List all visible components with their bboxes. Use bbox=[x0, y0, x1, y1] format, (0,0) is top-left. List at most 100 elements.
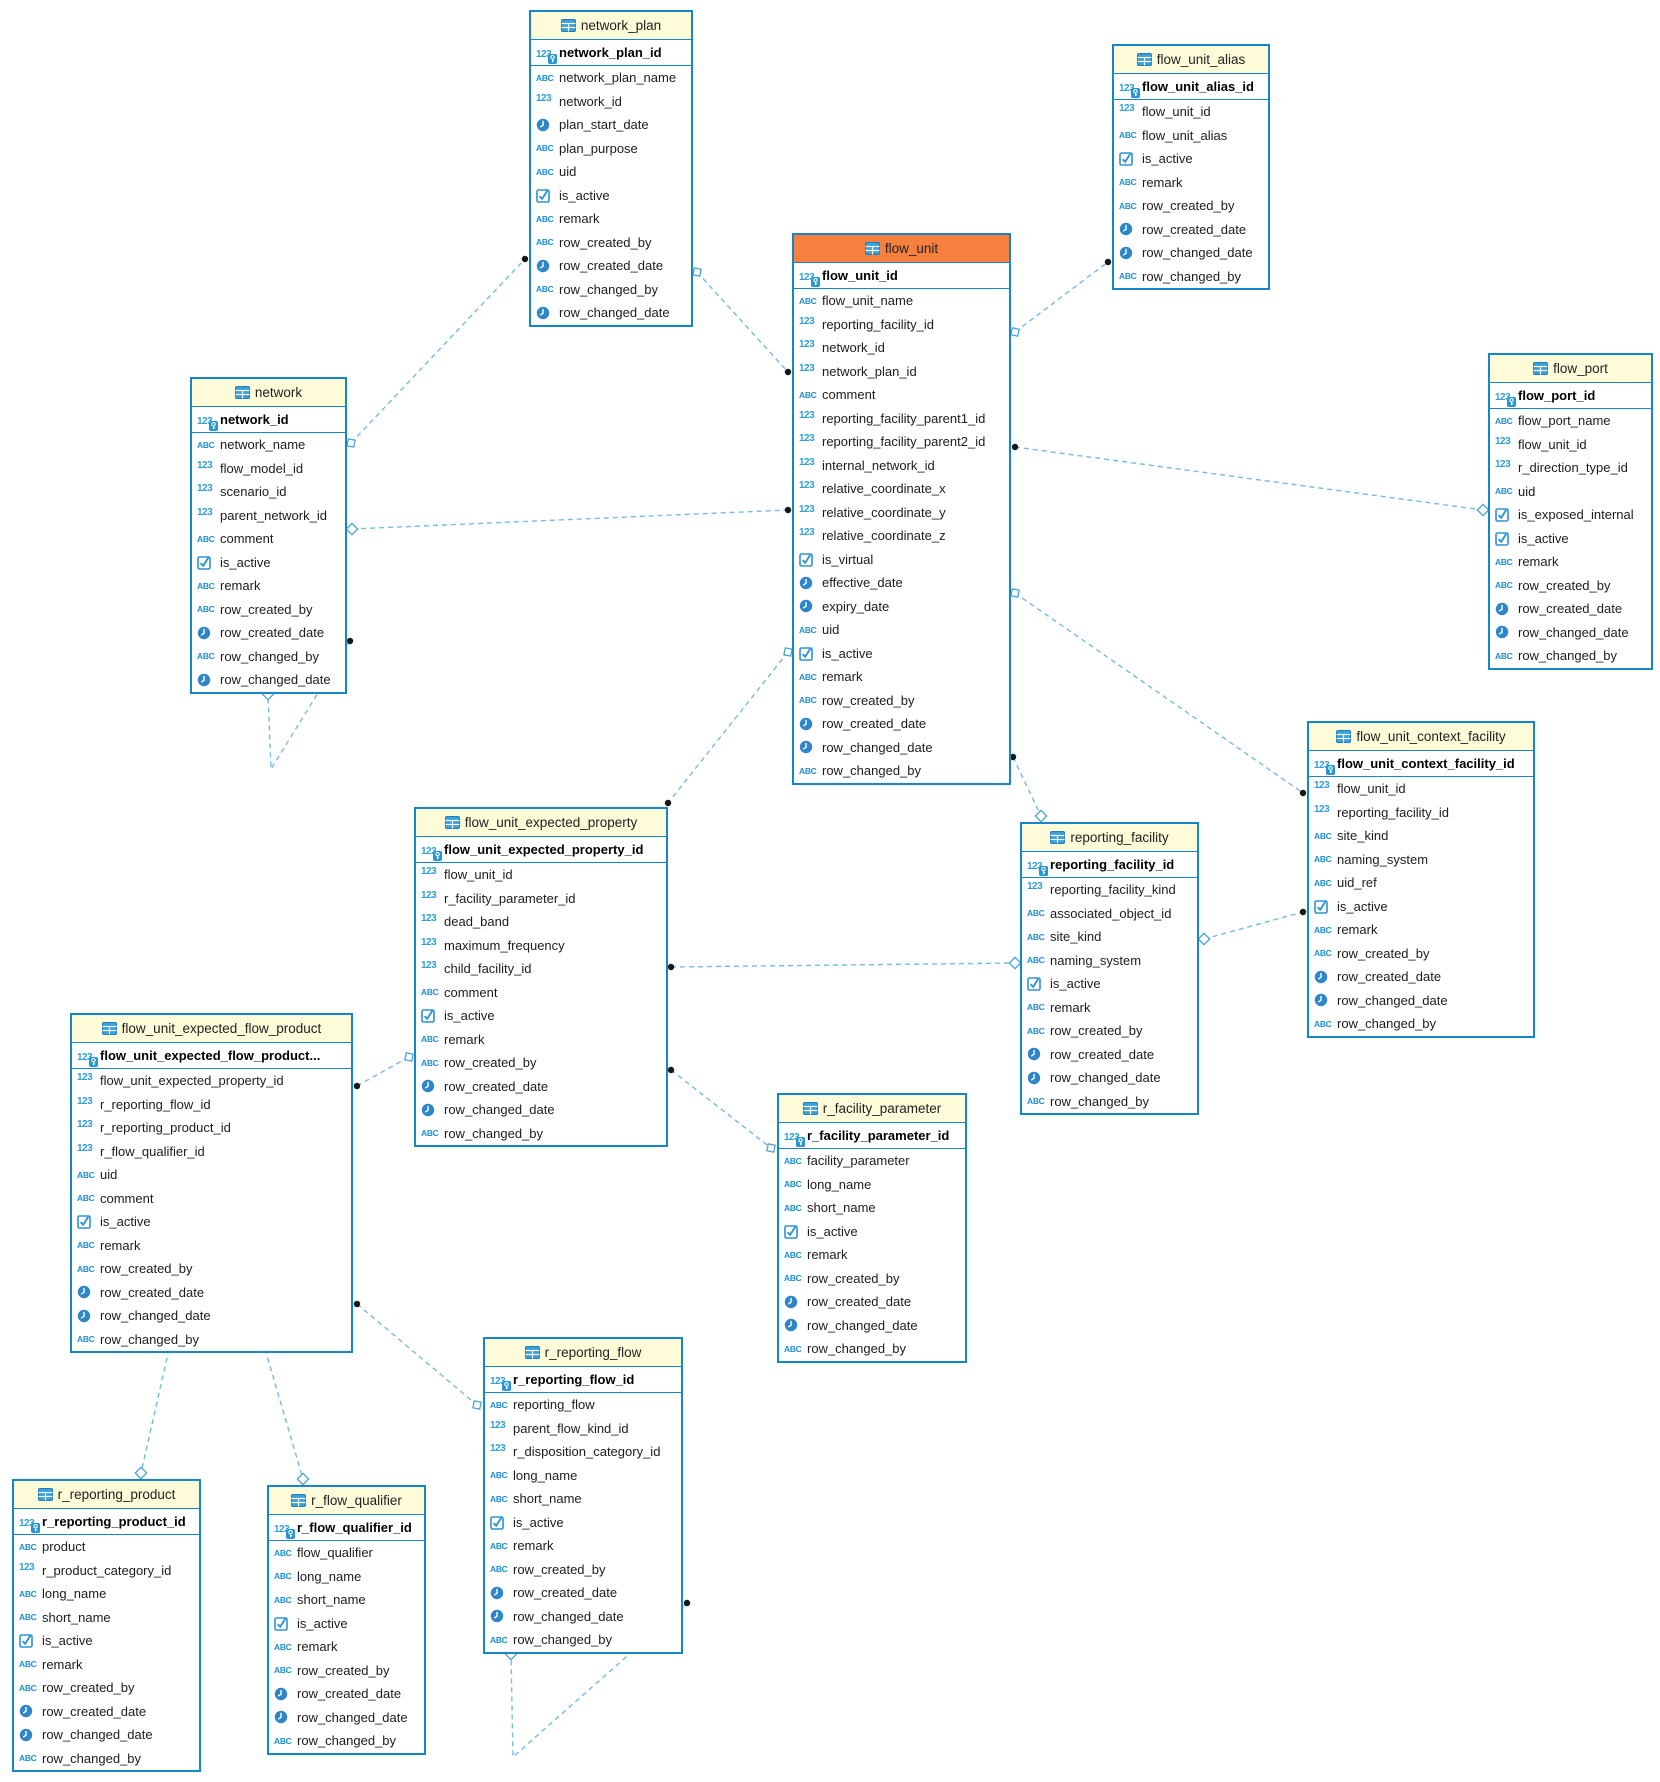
relationship-line-network-network[interactable] bbox=[267, 640, 351, 772]
column-row[interactable]: is_active bbox=[1309, 895, 1533, 919]
table-header[interactable]: flow_unit_context_facility bbox=[1309, 723, 1533, 751]
column-row[interactable]: is_active bbox=[779, 1220, 965, 1244]
column-row[interactable]: plan_start_date bbox=[531, 113, 691, 137]
column-row[interactable]: is_exposed_internal bbox=[1490, 503, 1651, 527]
relationship-line-r_reporting_flow-r_reporting_flow[interactable] bbox=[510, 1602, 688, 1759]
column-row[interactable]: row_changed_date bbox=[14, 1723, 199, 1747]
table-header[interactable]: reporting_facility bbox=[1022, 824, 1197, 852]
column-row[interactable]: row_created_date bbox=[72, 1281, 351, 1305]
column-row[interactable]: is_active bbox=[416, 1004, 666, 1028]
table-header[interactable]: flow_unit bbox=[794, 235, 1009, 263]
relationship-line-network-flow_unit[interactable] bbox=[351, 509, 789, 530]
column-row[interactable]: is_active bbox=[1022, 972, 1197, 996]
table-header[interactable]: r_facility_parameter bbox=[779, 1095, 965, 1123]
column-row[interactable]: row_created_date bbox=[794, 712, 1009, 736]
column-row[interactable]: is_active bbox=[269, 1612, 424, 1636]
column-row[interactable]: row_changed_date bbox=[779, 1314, 965, 1338]
column-row[interactable]: row_created_date bbox=[779, 1290, 965, 1314]
table-header[interactable]: flow_port bbox=[1490, 355, 1651, 383]
relationship-line-flow_unit-reporting_facility[interactable] bbox=[1012, 756, 1042, 817]
column-row[interactable]: is_virtual bbox=[794, 548, 1009, 572]
column-row[interactable]: row_changed_date bbox=[1490, 621, 1651, 645]
relationship-line-flow_unit-flow_unit_context_facility[interactable] bbox=[1014, 592, 1304, 794]
column-row[interactable]: is_active bbox=[192, 551, 345, 575]
column-row[interactable]: is_active bbox=[1490, 527, 1651, 551]
column-row[interactable]: row_changed_date bbox=[269, 1706, 424, 1730]
table-header[interactable]: r_reporting_flow bbox=[485, 1339, 681, 1367]
column-row[interactable]: is_active bbox=[14, 1629, 199, 1653]
column-row[interactable]: row_created_date bbox=[416, 1075, 666, 1099]
table-header[interactable]: r_reporting_product bbox=[14, 1481, 199, 1509]
relationship-line-network-network_plan[interactable] bbox=[350, 258, 526, 444]
relationship-line-flow_unit_expected_flow_product-r_flow_qualifier[interactable] bbox=[264, 1348, 304, 1480]
column-row[interactable]: row_changed_date bbox=[794, 736, 1009, 760]
column-row[interactable]: row_created_date bbox=[485, 1581, 681, 1605]
column-row[interactable]: row_changed_date bbox=[1114, 241, 1268, 265]
column-row[interactable]: row_changed_date bbox=[531, 301, 691, 325]
table-header[interactable]: flow_unit_alias bbox=[1114, 46, 1268, 74]
column-row[interactable]: expiry_date bbox=[794, 595, 1009, 619]
